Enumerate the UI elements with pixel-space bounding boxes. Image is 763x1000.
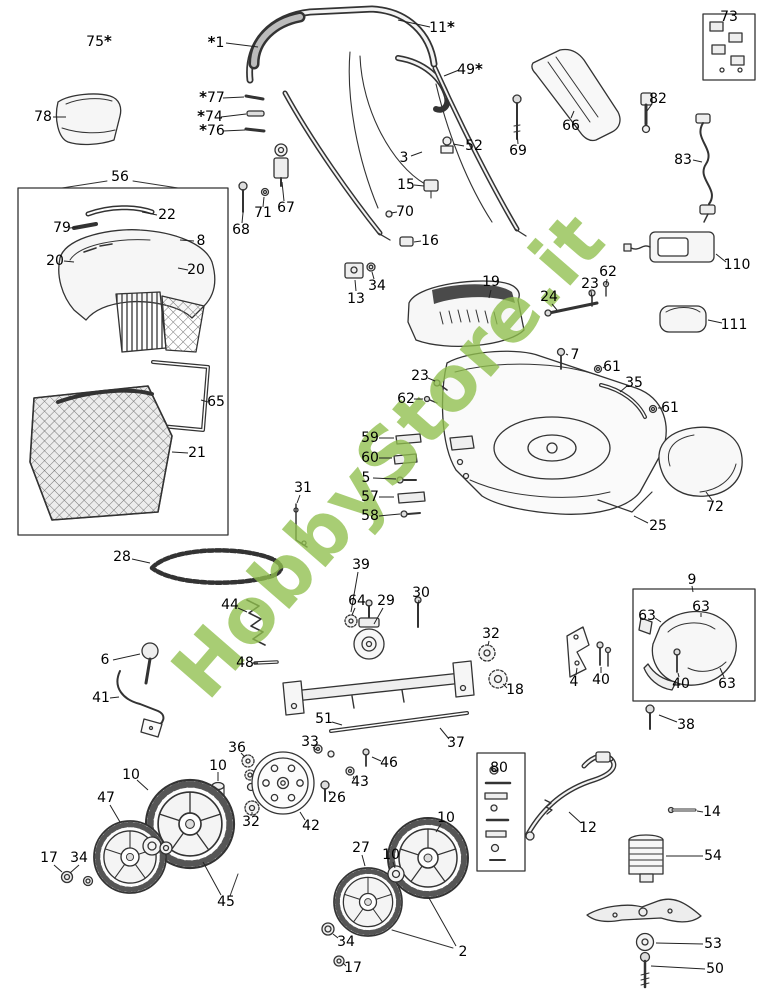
blade-group-drawing [586,834,702,989]
deck-drawing [393,280,667,518]
box-56-drawing [17,180,229,536]
top-right-parts-drawing [512,13,756,223]
charger-battery-drawing [623,231,743,497]
wheels-drawing [60,780,469,967]
housing-9-drawing [566,588,756,730]
mid-mechanism-drawing [116,503,508,738]
cover-78-drawing [55,93,122,146]
axle-assembly-drawing [211,660,475,816]
handle-assembly-drawing [238,5,527,279]
hardware-box-80-drawing [476,751,697,872]
